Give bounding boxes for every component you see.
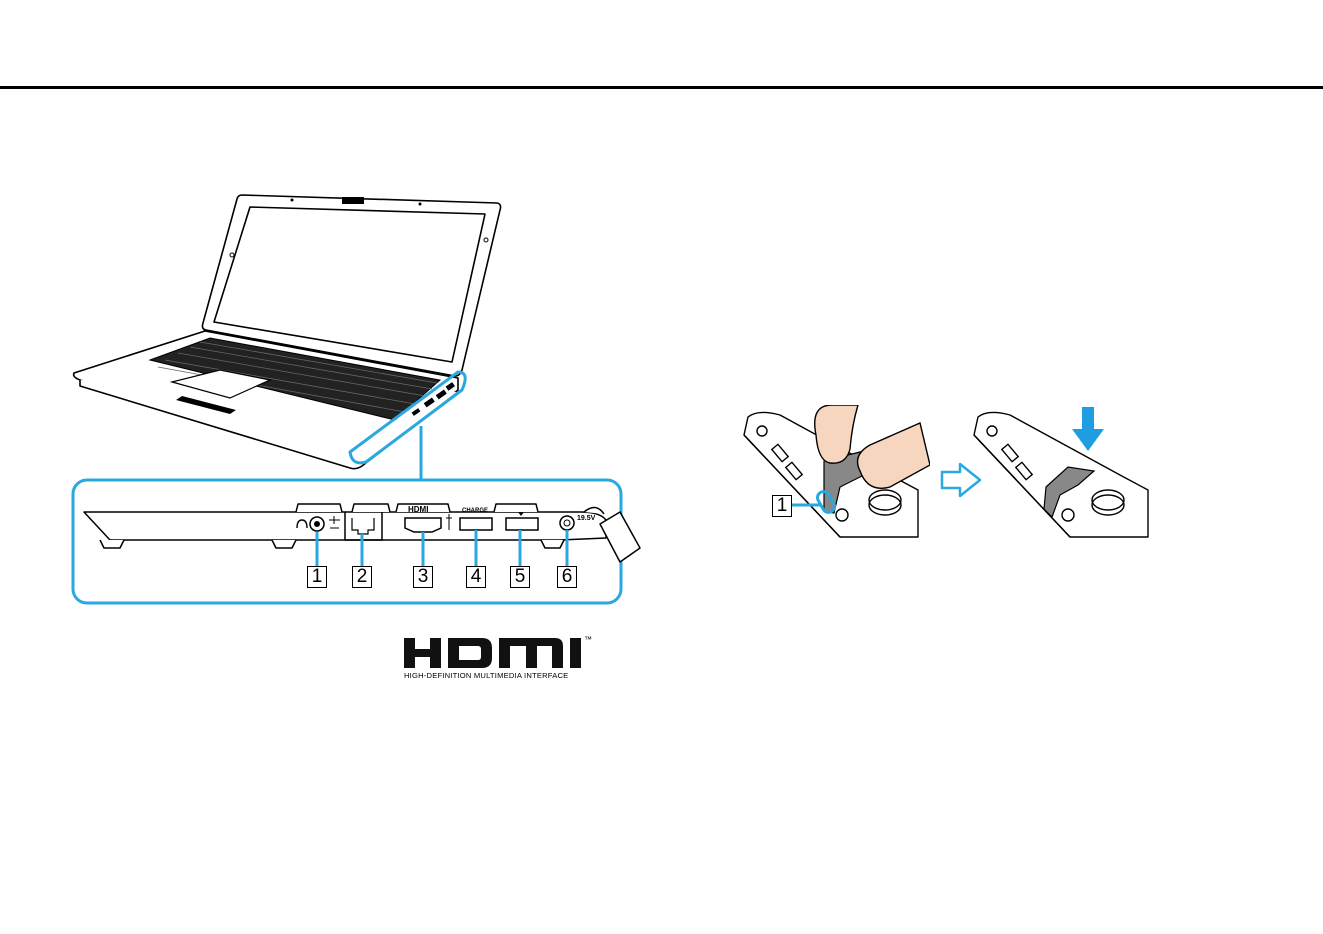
callout-port-4: 4 bbox=[466, 566, 486, 588]
hdmi-logo-mark bbox=[404, 638, 581, 668]
svg-text:™: ™ bbox=[584, 635, 592, 644]
svg-text:CHARGE: CHARGE bbox=[462, 508, 488, 514]
laptop-illustration: HDMI CHARGE 19.5V bbox=[0, 0, 660, 620]
svg-text:HDMI: HDMI bbox=[408, 505, 428, 514]
port-detail-frame bbox=[73, 480, 621, 603]
hdmi-logo: ™ HIGH-DEFINITION MULTIMEDIA INTERFACE bbox=[400, 626, 605, 682]
port-cover-open-illustration bbox=[740, 405, 930, 540]
callout-port-6: 6 bbox=[557, 566, 577, 588]
finger-side bbox=[858, 423, 930, 488]
callout-cover-1: 1 bbox=[772, 495, 792, 517]
callout-port-5: 5 bbox=[510, 566, 530, 588]
svg-text:HIGH-DEFINITION MULTIMEDIA INT: HIGH-DEFINITION MULTIMEDIA INTERFACE bbox=[404, 671, 568, 680]
webcam bbox=[342, 197, 364, 204]
svg-text:19.5V: 19.5V bbox=[577, 515, 596, 522]
port-cover-close-illustration bbox=[970, 405, 1150, 540]
push-down-arrow-icon bbox=[1072, 407, 1104, 451]
callout-port-2: 2 bbox=[352, 566, 372, 588]
callout-port-1: 1 bbox=[307, 566, 327, 588]
callout-port-3: 3 bbox=[413, 566, 433, 588]
